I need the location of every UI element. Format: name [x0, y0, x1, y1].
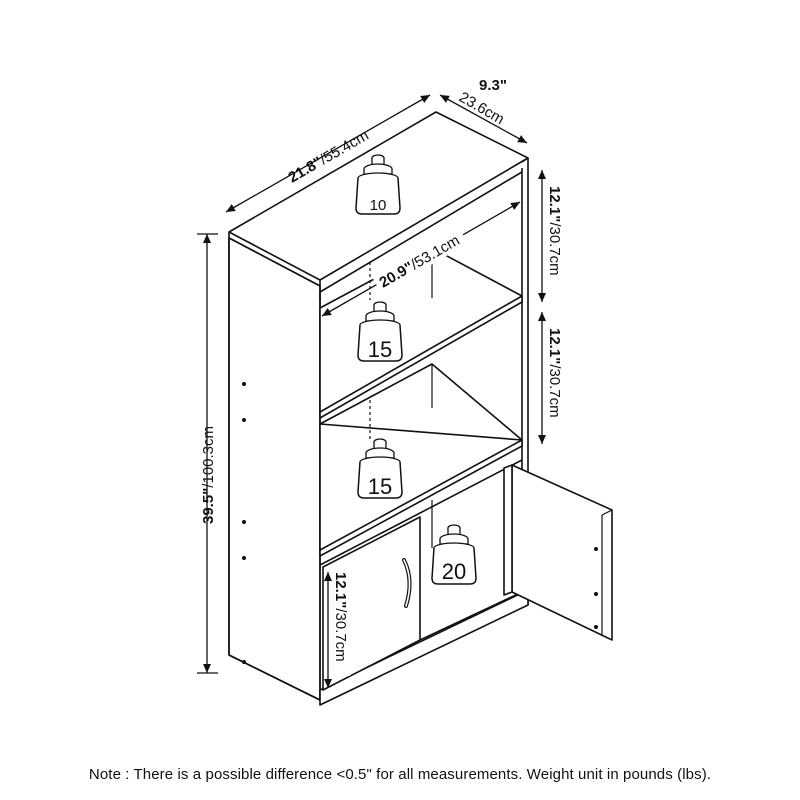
- height-label: 39.5"/100.3cm: [200, 426, 217, 524]
- bookcase: [228, 111, 529, 706]
- weight-shelf-1: 15: [357, 301, 403, 362]
- weight-shelf-2-label: 15: [368, 474, 392, 499]
- dowel-holes: [242, 382, 598, 664]
- measurement-note: Note : There is a possible difference <0…: [88, 766, 712, 783]
- right-door-open: [503, 464, 613, 641]
- cabinet-height-label: 12.1"/30.7cm: [332, 570, 350, 676]
- shelf1-height-label: 12.1"/30.7cm: [546, 182, 564, 292]
- svg-text:39.5"/100.3cm: 39.5"/100.3cm: [200, 426, 217, 524]
- svg-text:12.1"/30.7cm: 12.1"/30.7cm: [546, 186, 563, 276]
- weight-top-label: 10: [370, 197, 387, 214]
- svg-text:12.1"/30.7cm: 12.1"/30.7cm: [332, 572, 349, 662]
- shelf2-height-label: 12.1"/30.7cm: [546, 324, 564, 434]
- left-side-panel: [228, 237, 321, 701]
- svg-text:12.1"/30.7cm: 12.1"/30.7cm: [546, 328, 563, 418]
- weight-shelf-1-label: 15: [368, 337, 392, 362]
- weight-shelf-2: 15: [357, 438, 403, 499]
- depth-label: 9.3" 23.6cm: [456, 77, 507, 128]
- weight-cabinet-label: 20: [442, 559, 466, 584]
- svg-text:9.3": 9.3": [479, 77, 507, 94]
- weight-cabinet: 20: [431, 524, 477, 585]
